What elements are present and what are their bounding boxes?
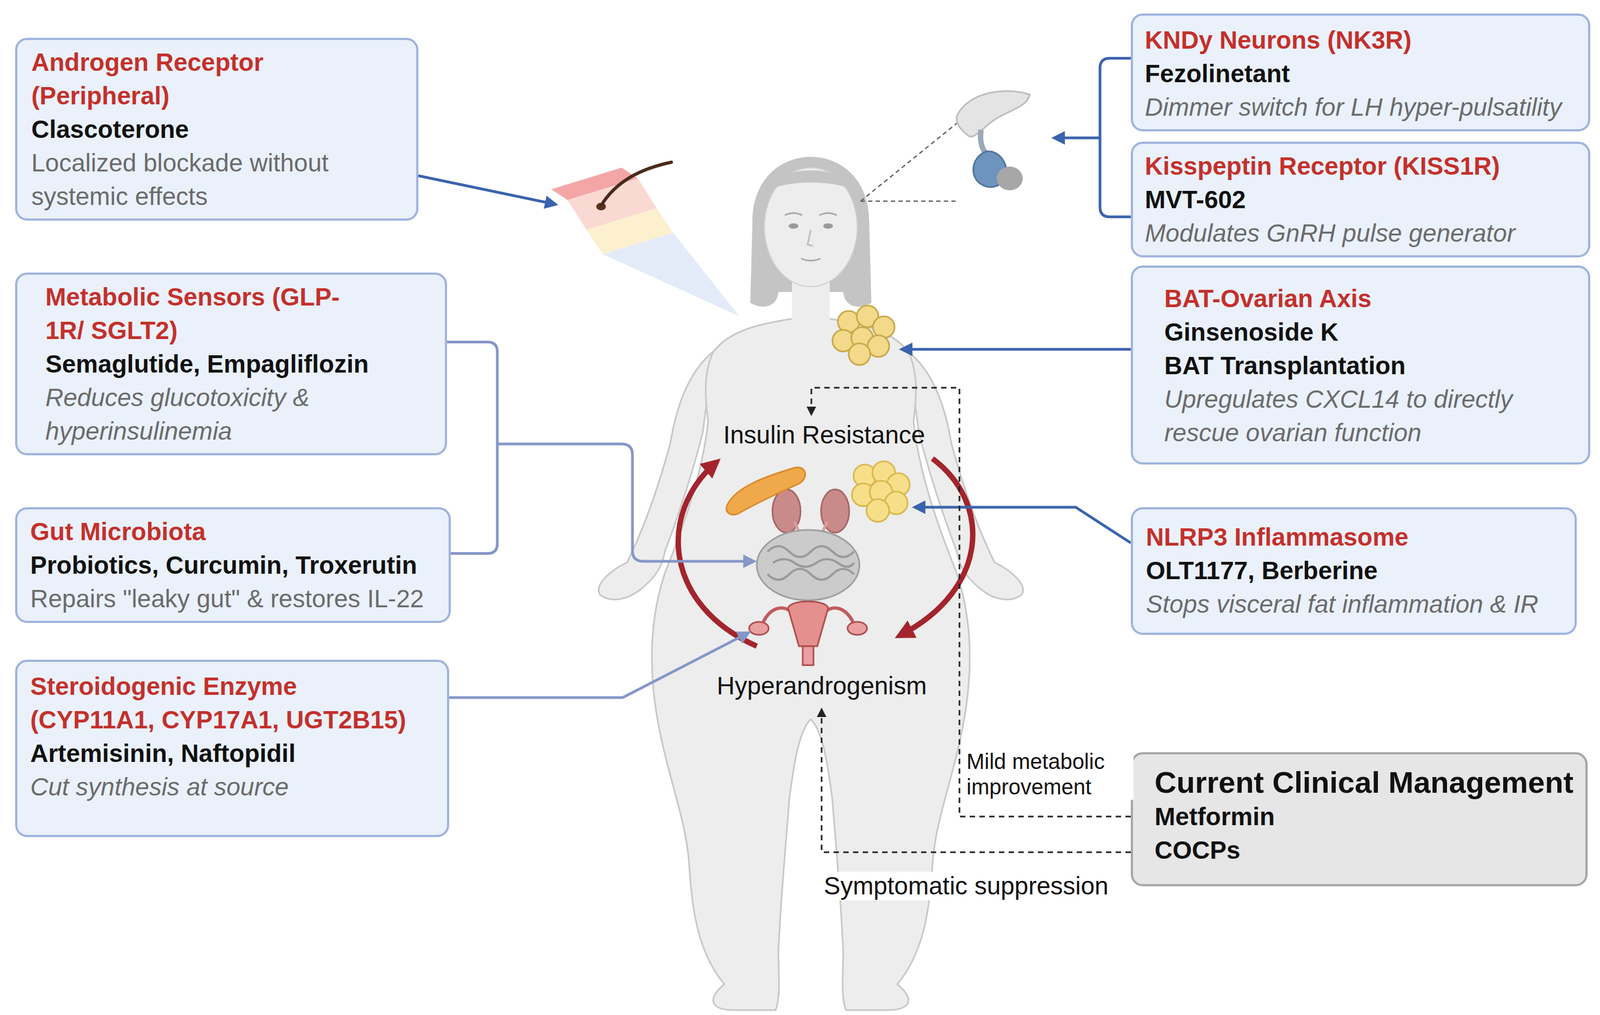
drug-name: Clascoterone (31, 112, 406, 146)
drug-name: Semaglutide, Empagliflozin (45, 347, 435, 381)
axis-label: Insulin Resistance (723, 420, 925, 450)
cycle-arrow (900, 458, 973, 636)
fringe (762, 170, 861, 195)
target-box: Metabolic Sensors (GLP-1R/ SGLT2)Semaglu… (15, 272, 448, 456)
nose (807, 229, 813, 246)
mechanism-note: Upregulates CXCL14 to directly rescue ov… (1164, 382, 1578, 450)
target-heading: Kisspeptin Receptor (KISS1R) (1144, 149, 1578, 183)
target-box: BAT-Ovarian AxisGinsenoside KBAT Transpl… (1130, 265, 1591, 465)
pancreas (726, 467, 806, 515)
pointer-arrow (901, 348, 1131, 351)
mechanism-note: Modulates GnRH pulse generator (1144, 216, 1578, 250)
bracket-connector (447, 341, 498, 553)
target-heading: Androgen Receptor (Peripheral) (31, 45, 356, 113)
cycle-arrow (678, 462, 757, 646)
panel-title: Current Clinical Management (1154, 764, 1580, 800)
drug-name: Metformin (1154, 799, 1580, 833)
pointer-arrow (1054, 136, 1100, 140)
mechanism-note: Dimmer switch for LH hyper-pulsatility (1144, 90, 1578, 124)
body-silhouette (651, 318, 970, 1010)
brows (784, 212, 837, 216)
drug-name: Fezolinetant (1144, 56, 1578, 91)
brown-fat (832, 305, 895, 365)
target-box: NLRP3 InflammasomeOLT1177, BerberineStop… (1130, 507, 1577, 635)
mechanism-note: Reduces glucotoxicity & hyperinsulinemia (45, 380, 435, 448)
target-box: Androgen Receptor (Peripheral)Clascotero… (15, 37, 419, 221)
uterus-ovaries (749, 601, 868, 665)
target-box: KNDy Neurons (NK3R)FezolinetantDimmer sw… (1130, 13, 1591, 132)
pointer-arrow (449, 632, 749, 698)
pointer-arrow (497, 443, 755, 562)
drug-name: Ginsenoside K (1164, 315, 1578, 349)
mouth (801, 258, 821, 261)
visceral-fat (851, 461, 910, 522)
hair (750, 156, 872, 307)
mechanism-note: Repairs "leaky gut" & restores IL-22 (30, 581, 438, 616)
target-heading: Metabolic Sensors (GLP-1R/ SGLT2) (45, 280, 349, 348)
pituitary-lobe (996, 166, 1023, 191)
pointer-arrow (914, 507, 1131, 543)
hair-shaft (601, 162, 672, 206)
bracket-connector (1100, 58, 1131, 217)
target-box: Kisspeptin Receptor (KISS1R)MVT-602Modul… (1130, 141, 1591, 258)
management-box: Current Clinical ManagementMetforminCOCP… (1130, 751, 1588, 886)
zoom-lines (860, 123, 958, 202)
target-heading: KNDy Neurons (NK3R) (1144, 23, 1578, 57)
mechanism-note: Stops visceral fat inflammation & IR (1145, 587, 1564, 621)
mechanism-note: Localized blockade without systemic effe… (31, 145, 406, 213)
target-heading: Steroidogenic Enzyme (CYP11A1, CYP17A1, … (30, 669, 420, 737)
arrow-label: Symptomatic suppression (821, 871, 1111, 900)
eye (823, 223, 833, 229)
drug-name: MVT-602 (1144, 182, 1578, 217)
target-box: Steroidogenic Enzyme (CYP11A1, CYP17A1, … (15, 659, 450, 837)
mechanism-note: Cut synthesis at source (30, 769, 437, 804)
drug-name: OLT1177, Berberine (1145, 553, 1564, 588)
pointer-arrow (418, 175, 556, 205)
drug-name: COCPs (1154, 832, 1580, 867)
target-heading: BAT-Ovarian Axis (1164, 281, 1578, 316)
eye (788, 223, 799, 229)
drug-name: Probiotics, Curcumin, Troxerutin (30, 548, 438, 582)
hypothalamus (956, 90, 1030, 137)
target-heading: Gut Microbiota (30, 514, 438, 549)
drug-name: BAT Transplantation (1164, 348, 1578, 383)
target-heading: NLRP3 Inflammasome (1145, 520, 1564, 554)
target-box: Gut MicrobiotaProbiotics, Curcumin, Trox… (15, 507, 451, 623)
axis-label: Hyperandrogenism (716, 671, 928, 700)
arrow-label: Mild metabolic improvement (964, 748, 1134, 800)
intestines (756, 529, 860, 600)
drug-name: Artemisinin, Naftopidil (30, 736, 437, 770)
pituitary-stalk (980, 129, 987, 155)
skin-fat (586, 208, 673, 255)
